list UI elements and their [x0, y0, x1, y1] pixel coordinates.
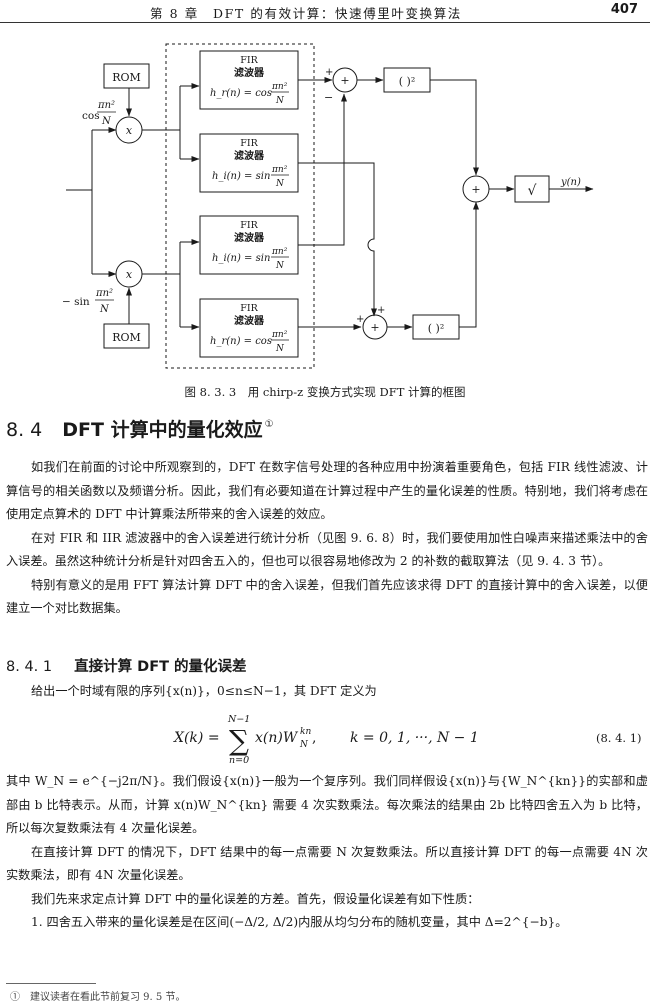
intro-line: 给出一个时域有限的序列{x(n)}，0≤n≤N−1，其 DFT 定义为 [31, 684, 377, 698]
block-diagram: ROM ROM x x cos πn² N − sin πn² N FIR 滤波… [62, 43, 594, 369]
plus-sign-2: + [356, 314, 364, 325]
svg-text:滤波器: 滤波器 [234, 66, 265, 79]
fir-filter-3-text: FIR 滤波器 h_i(n) = sin πn² N [212, 220, 289, 271]
summation-sign: ∑ [229, 724, 249, 757]
footnote-rule [6, 983, 96, 984]
body-text-b: 其中 W_N = e^{−j2π/N}。我们假设{x(n)}一般为一个复序列。我… [6, 770, 648, 935]
svg-text:h_r(n) = cos: h_r(n) = cos [210, 336, 272, 347]
multiplier-top-symbol: x [126, 124, 133, 137]
svg-text:FIR: FIR [240, 138, 258, 149]
svg-text:FIR: FIR [240, 220, 258, 231]
adder-final-symbol: + [471, 183, 480, 196]
svg-text:滤波器: 滤波器 [234, 314, 265, 327]
svg-text:N: N [299, 740, 309, 750]
svg-text:πn²: πn² [271, 330, 288, 340]
rom-label-bottom: ROM [112, 331, 141, 344]
svg-text:h_i(n) = sin: h_i(n) = sin [212, 253, 270, 264]
equation-8-4-1: X(k) = N−1 ∑ n=0 x(n)W kn N , k = 0, 1, … [173, 714, 642, 766]
paragraph: 我们先来求定点计算 DFT 中的量化误差的方差。首先，假设量化误差有如下性质： [31, 891, 480, 906]
fir-filter-2-text: FIR 滤波器 h_i(n) = sin πn² N [212, 138, 289, 189]
square-label-top: ( )² [399, 75, 416, 88]
header-rule [0, 22, 650, 23]
rom-box-top [103, 63, 150, 89]
adder-top-symbol: + [340, 74, 349, 87]
svg-text:k = 0, 1, ···, N − 1: k = 0, 1, ···, N − 1 [350, 730, 479, 746]
svg-text:(8. 4. 1): (8. 4. 1) [596, 731, 642, 745]
svg-text:N: N [99, 304, 110, 315]
fir-filter-1-text: FIR 滤波器 h_r(n) = cos πn² N [210, 55, 289, 106]
svg-text:πn²: πn² [97, 100, 115, 111]
subsection-number: 8. 4. 1 [6, 659, 53, 675]
subsection-title: 直接计算 DFT 的量化误差 [74, 659, 247, 675]
subsection-heading: 8. 4. 1 直接计算 DFT 的量化误差 [6, 655, 247, 676]
figure-caption: 图 8. 3. 3 用 chirp-z 变换方式实现 DFT 计算的框图 [184, 385, 466, 399]
intro-line-block: 给出一个时域有限的序列{x(n)}，0≤n≤N−1，其 DFT 定义为 [6, 680, 648, 704]
square-label-bottom: ( )² [428, 322, 445, 335]
svg-text:滤波器: 滤波器 [234, 149, 265, 162]
paragraph: 如我们在前面的讨论中所观察到的，DFT 在数字信号处理的各种应用中扮演着重要角色… [6, 460, 648, 521]
svg-text:kn: kn [300, 727, 311, 737]
svg-text:πn²: πn² [95, 288, 113, 299]
svg-text:N: N [101, 116, 112, 127]
plus-sign-1: + [325, 67, 333, 78]
svg-text:x(n)W: x(n)W [255, 730, 299, 746]
paragraph: 特别有意义的是用 FFT 算法计算 DFT 中的舍入误差，但我们首先应该求得 D… [6, 577, 648, 616]
svg-text:FIR: FIR [240, 303, 258, 314]
svg-text:πn²: πn² [271, 165, 288, 175]
svg-text:FIR: FIR [240, 55, 258, 66]
svg-text:πn²: πn² [271, 82, 288, 92]
chapter-title: 第 8 章 DFT 的有效计算：快速傅里叶变换算法 [150, 6, 462, 21]
minus-sign: − [324, 91, 333, 104]
svg-text:h_r(n) = cos: h_r(n) = cos [210, 88, 272, 99]
multiplier-bottom-symbol: x [126, 268, 133, 281]
svg-text:N: N [275, 344, 285, 354]
fir-filter-4 [199, 298, 299, 358]
svg-text:N: N [275, 96, 285, 106]
footnote: ① 建议读者在看此节前复习 9. 5 节。 [10, 992, 186, 1003]
svg-text:N: N [275, 261, 285, 271]
adder-bottom-symbol: + [370, 321, 379, 334]
section-number: 8. 4 [6, 419, 43, 441]
svg-text:n=0: n=0 [229, 755, 249, 766]
sqrt-symbol: √ [528, 183, 537, 199]
footnote-mark: ① [264, 419, 274, 430]
svg-text:,: , [312, 730, 316, 746]
svg-text:πn²: πn² [271, 247, 288, 257]
svg-text:N: N [275, 179, 285, 189]
svg-text:X(k) =: X(k) = [173, 730, 220, 746]
minus-sin-factor-label: − sin [62, 296, 90, 308]
filter-bank-enclosure [165, 43, 315, 369]
paragraph: 其中 W_N = e^{−j2π/N}。我们假设{x(n)}一般为一个复序列。我… [6, 774, 648, 835]
paragraph: 1. 四舍五入带来的量化误差是在区间(−Δ/2, Δ/2)内服从均匀分布的随机变… [31, 915, 568, 929]
svg-text:N−1: N−1 [227, 714, 250, 725]
cos-factor-label: cos [82, 110, 100, 122]
fir-filter-4-text: FIR 滤波器 h_r(n) = cos πn² N [210, 303, 289, 354]
output-label: y(n) [560, 177, 581, 188]
svg-text:滤波器: 滤波器 [234, 231, 265, 244]
plus-sign-3: + [377, 305, 385, 316]
section-title: DFT 计算中的量化效应 [62, 419, 263, 441]
paragraph: 在直接计算 DFT 的情况下，DFT 结果中的每一点需要 N 次复数乘法。所以直… [6, 844, 648, 883]
body-text-a: 如我们在前面的讨论中所观察到的，DFT 在数字信号处理的各种应用中扮演着重要角色… [6, 456, 648, 621]
svg-text:h_i(n) = sin: h_i(n) = sin [212, 171, 270, 182]
paragraph: 在对 FIR 和 IIR 滤波器中的舍入误差进行统计分析（见图 9. 6. 8）… [6, 530, 648, 569]
page-header: 第 8 章 DFT 的有效计算：快速傅里叶变换算法 407 [0, 0, 650, 23]
rom-label-top: ROM [112, 71, 141, 84]
rom-box-bottom [103, 323, 150, 349]
page-number: 407 [610, 2, 638, 17]
